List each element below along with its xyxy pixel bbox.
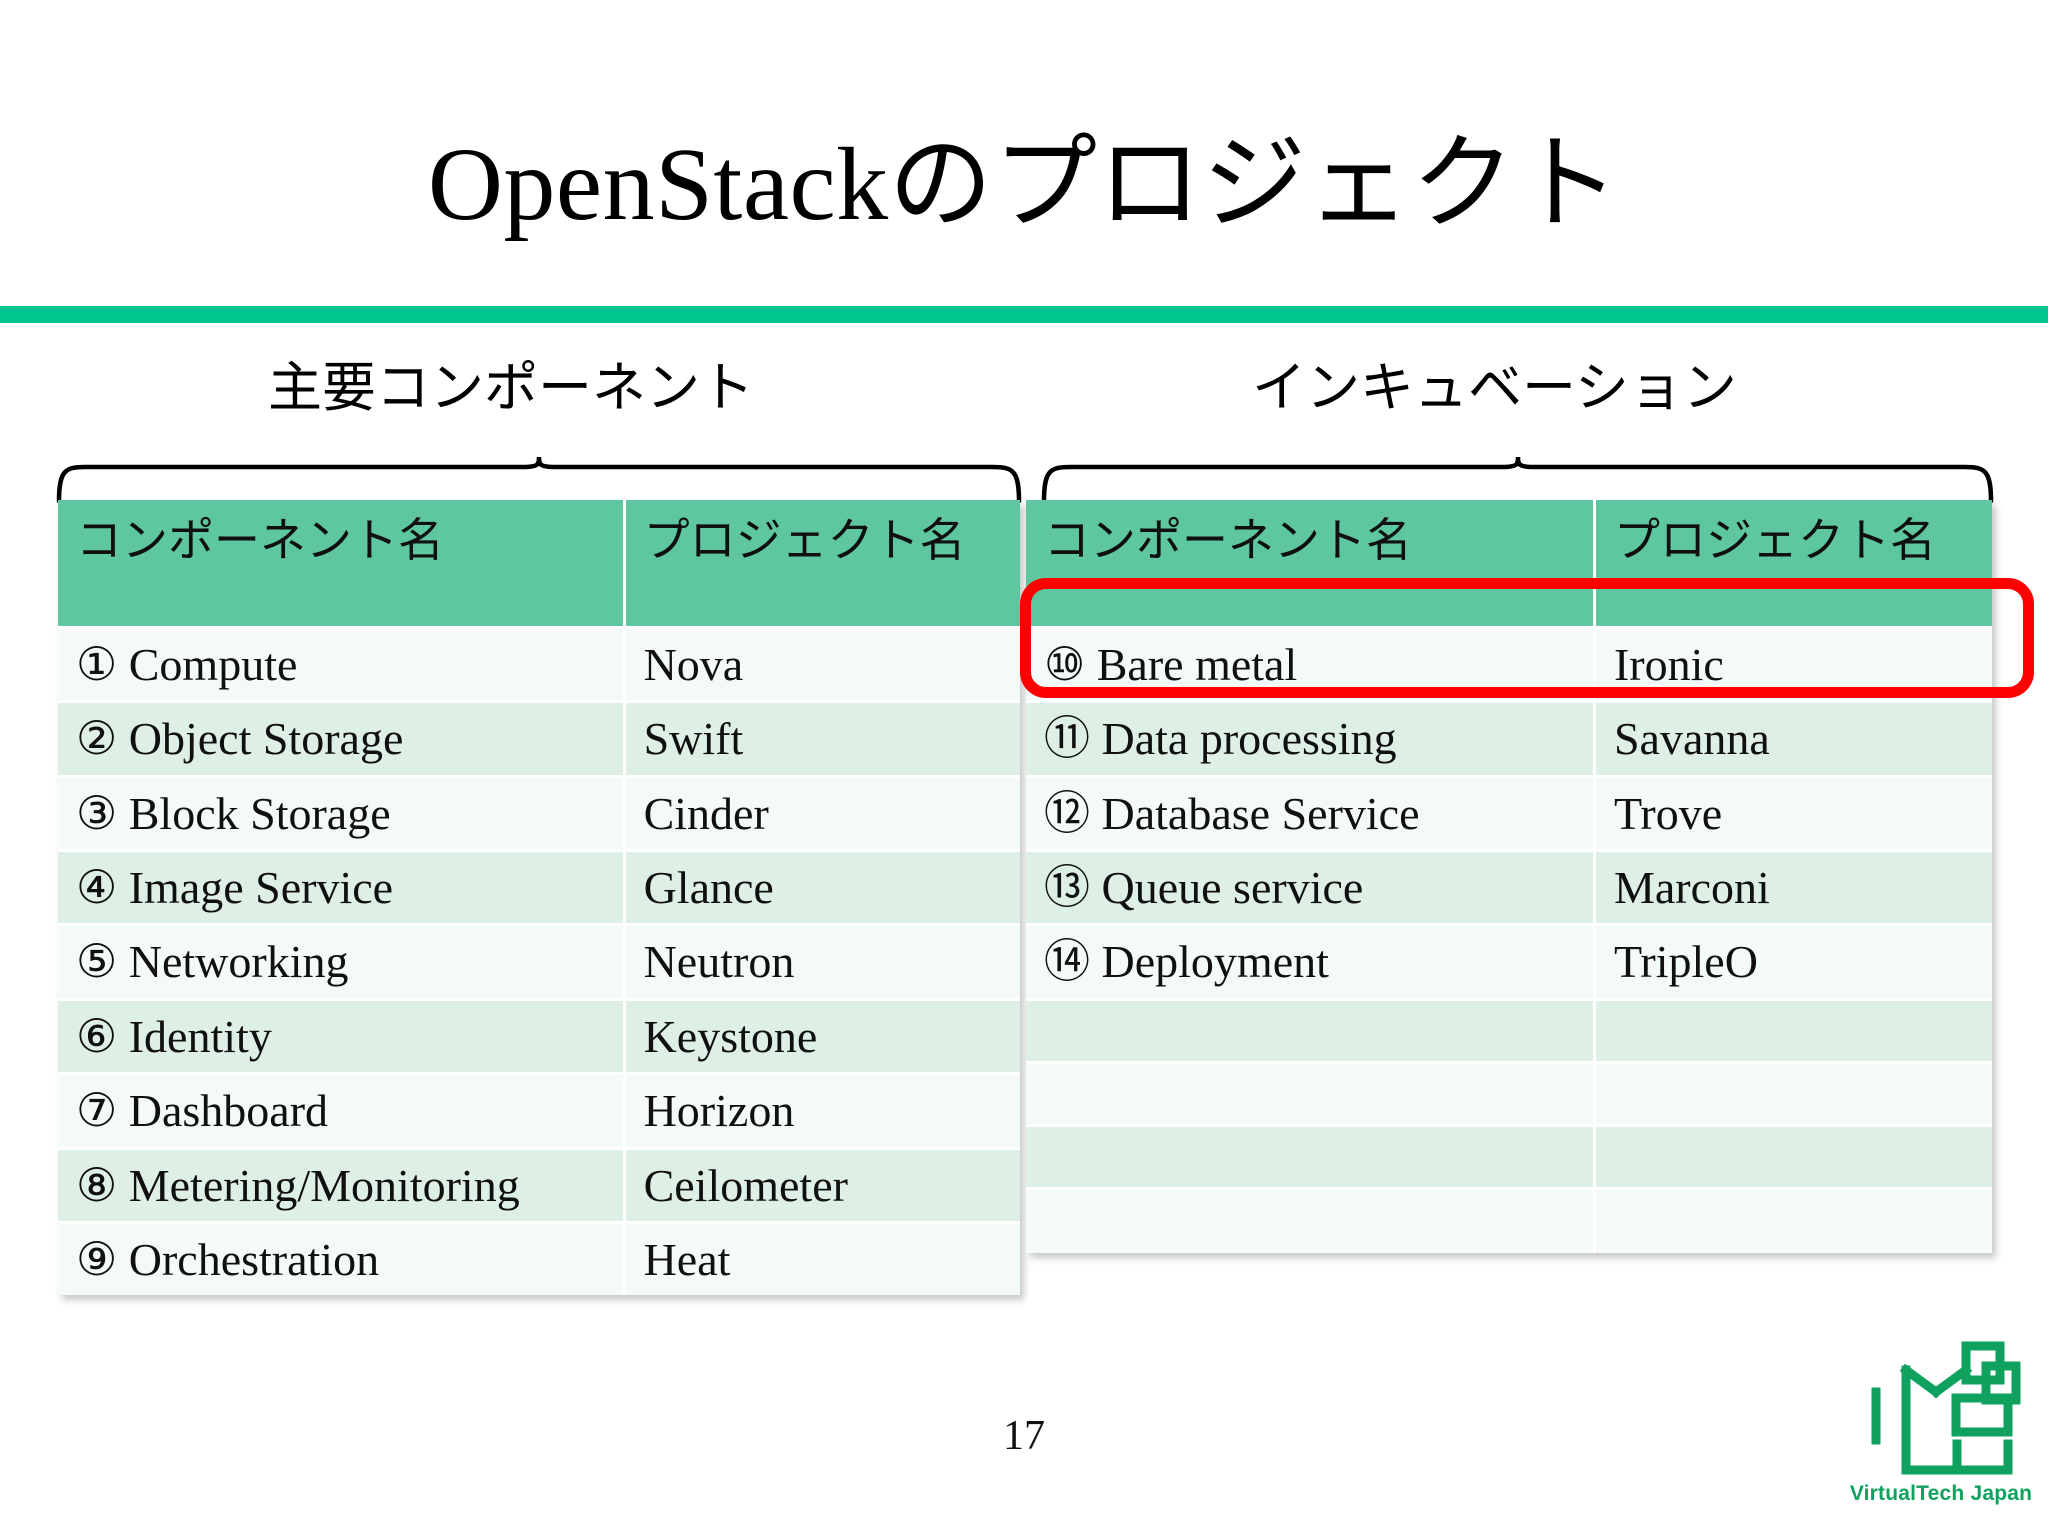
- table-row[interactable]: ④ Image Service Glance: [58, 852, 1020, 927]
- cell-component-name: ③ Block Storage: [58, 777, 626, 853]
- cell-project-name: Ironic: [1595, 629, 1992, 704]
- cell-project-name: Ceilometer: [625, 1149, 1020, 1224]
- table-row[interactable]: ① Compute Nova: [58, 629, 1020, 704]
- group-caption-incubation: インキュベーション: [1252, 358, 1737, 418]
- table-row[interactable]: ⑪ Data processing Savanna: [1026, 703, 1992, 778]
- cell-component-name: ② Object Storage: [58, 703, 626, 778]
- table-row[interactable]: ⑨ Orchestration Heat: [58, 1223, 1020, 1296]
- cell-component-name: ⑦ Dashboard: [58, 1075, 626, 1150]
- cell-project-name: [1595, 1063, 1992, 1127]
- table-row[interactable]: ⑫ Database Service Trove: [1026, 777, 1992, 853]
- group-caption-core: 主要コンポーネント: [268, 358, 754, 418]
- table-row[interactable]: [1026, 1000, 1992, 1064]
- column-header-component-name: コンポーネント名: [58, 500, 626, 629]
- table-row[interactable]: ⑤ Networking Neutron: [58, 926, 1020, 1001]
- column-header-project-name: プロジェクト名: [625, 500, 1020, 629]
- cell-project-name: Savanna: [1595, 703, 1992, 778]
- cell-project-name: Marconi: [1595, 852, 1992, 927]
- cell-component-name: ⑬ Queue service: [1026, 852, 1596, 927]
- curly-brace-right-icon: [1040, 455, 1995, 503]
- column-header-component-name: コンポーネント名: [1026, 500, 1596, 629]
- table-row[interactable]: ⑥ Identity Keystone: [58, 1000, 1020, 1076]
- cell-project-name: Heat: [625, 1223, 1020, 1296]
- page-title: OpenStackのプロジェクト: [427, 127, 1621, 242]
- table-header-row: コンポーネント名 プロジェクト名: [1026, 500, 1992, 629]
- cell-project-name: [1595, 1189, 1992, 1253]
- table-row[interactable]: ② Object Storage Swift: [58, 703, 1020, 778]
- table-row[interactable]: ⑧ Metering/Monitoring Ceilometer: [58, 1149, 1020, 1224]
- cell-project-name: Neutron: [625, 926, 1020, 1001]
- cell-project-name: Nova: [625, 629, 1020, 704]
- table-row[interactable]: [1026, 1189, 1992, 1253]
- table-row[interactable]: ⑩ Bare metal Ironic: [1026, 629, 1992, 704]
- incubation-components-table: コンポーネント名 プロジェクト名 ⑩ Bare metal Ironic ⑪ D…: [1026, 500, 1992, 1253]
- cell-project-name: Swift: [625, 703, 1020, 778]
- cell-component-name: [1026, 1000, 1596, 1064]
- cell-component-name: ⑥ Identity: [58, 1000, 626, 1076]
- cell-component-name: ⑧ Metering/Monitoring: [58, 1149, 626, 1224]
- cell-component-name: ⑭ Deployment: [1026, 926, 1596, 1001]
- cell-component-name: ⑫ Database Service: [1026, 777, 1596, 853]
- cell-component-name: ⑩ Bare metal: [1026, 629, 1596, 704]
- core-components-table: コンポーネント名 プロジェクト名 ① Compute Nova ② Object…: [58, 500, 1020, 1296]
- virtualtech-japan-logo: VirtualTech Japan: [1846, 1340, 2036, 1526]
- cell-component-name: [1026, 1189, 1596, 1253]
- table-row[interactable]: ⑦ Dashboard Horizon: [58, 1075, 1020, 1150]
- curly-brace-left-icon: [55, 455, 1023, 503]
- table-row[interactable]: ⑭ Deployment TripleO: [1026, 926, 1992, 1001]
- cell-project-name: [1595, 1126, 1992, 1190]
- table-row[interactable]: ③ Block Storage Cinder: [58, 777, 1020, 853]
- table-header-row: コンポーネント名 プロジェクト名: [58, 500, 1020, 629]
- cell-component-name: [1026, 1126, 1596, 1190]
- virtualtech-mark-icon: [1860, 1340, 2022, 1480]
- cell-project-name: [1595, 1000, 1992, 1064]
- cell-project-name: Glance: [625, 852, 1020, 927]
- cell-component-name: [1026, 1063, 1596, 1127]
- cell-project-name: Horizon: [625, 1075, 1020, 1150]
- table-row[interactable]: [1026, 1126, 1992, 1190]
- column-header-project-name: プロジェクト名: [1595, 500, 1992, 629]
- cell-component-name: ⑪ Data processing: [1026, 703, 1596, 778]
- cell-project-name: Keystone: [625, 1000, 1020, 1076]
- cell-component-name: ① Compute: [58, 629, 626, 704]
- table-row[interactable]: [1026, 1063, 1992, 1127]
- table-row[interactable]: ⑬ Queue service Marconi: [1026, 852, 1992, 927]
- cell-project-name: TripleO: [1595, 926, 1992, 1001]
- title-divider-bar: [0, 306, 2048, 323]
- logo-wordmark: VirtualTech Japan: [1849, 1482, 2033, 1505]
- cell-project-name: Cinder: [625, 777, 1020, 853]
- cell-component-name: ④ Image Service: [58, 852, 626, 927]
- page-number: 17: [1003, 1413, 1045, 1459]
- cell-project-name: Trove: [1595, 777, 1992, 853]
- cell-component-name: ⑤ Networking: [58, 926, 626, 1001]
- cell-component-name: ⑨ Orchestration: [58, 1223, 626, 1296]
